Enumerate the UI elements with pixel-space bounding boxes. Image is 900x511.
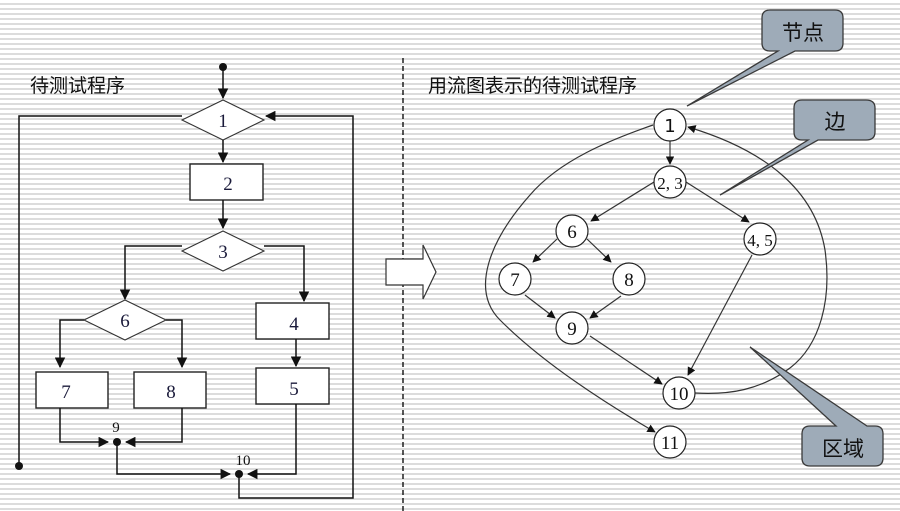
edge-8-9 <box>124 408 183 448</box>
decision-3 <box>180 230 266 272</box>
svg-text:6: 6 <box>567 222 577 243</box>
flowgraph-panel: 用流图表示的待测试程序 1 2, 3 6 4, 5 <box>428 9 884 467</box>
edge-1-exit <box>18 115 182 466</box>
edge-5-10 <box>246 404 297 480</box>
flow-node-2-3: 2, 3 <box>653 165 687 199</box>
process-4-label: 4 <box>289 314 299 335</box>
callout-edge: 边 <box>719 99 876 196</box>
edge-7-9 <box>524 294 556 319</box>
junction-10-label: 10 <box>236 453 251 469</box>
edge-9-10 <box>589 335 663 385</box>
callout-node-label: 节点 <box>782 21 824 45</box>
edge-6-8 <box>586 238 612 263</box>
callout-region: 区域 <box>749 346 884 467</box>
transform-arrow-icon <box>385 244 437 300</box>
callout-region-label: 区域 <box>822 437 864 461</box>
process-2 <box>189 163 264 201</box>
process-5-label: 5 <box>289 379 299 400</box>
edge-7-9 <box>59 408 110 448</box>
flowchart-panel: 待测试程序 1 2 3 6 7 8 4 <box>15 63 354 499</box>
process-8-label: 8 <box>166 382 176 403</box>
svg-text:7: 7 <box>510 270 520 291</box>
svg-text:10: 10 <box>670 384 689 405</box>
svg-text:8: 8 <box>624 270 634 291</box>
flow-node-1: 1 <box>653 108 687 142</box>
process-7-label: 7 <box>61 382 71 403</box>
edge-1-11 <box>485 124 656 433</box>
svg-text:4, 5: 4, 5 <box>747 231 773 250</box>
svg-text:11: 11 <box>661 433 679 454</box>
process-7 <box>35 371 109 409</box>
edge-3-4 <box>264 245 310 303</box>
decision-3-label: 3 <box>218 242 228 263</box>
edge-10-1 <box>238 110 354 499</box>
flow-node-10: 10 <box>662 376 696 410</box>
svg-text:1: 1 <box>664 116 675 137</box>
flow-node-8: 8 <box>612 262 646 296</box>
process-5 <box>255 367 330 405</box>
callout-node: 节点 <box>686 9 844 107</box>
decision-1 <box>180 99 266 141</box>
edge-6-7 <box>54 319 84 369</box>
exit-dot <box>15 462 23 470</box>
flow-node-9: 9 <box>555 311 589 345</box>
process-8 <box>133 371 207 409</box>
process-2-label: 2 <box>223 174 233 195</box>
edge-23-6 <box>590 181 655 222</box>
edge-3-6 <box>119 245 182 301</box>
process-4 <box>255 302 330 340</box>
decision-6-label: 6 <box>120 311 130 332</box>
flow-node-11: 11 <box>653 425 687 459</box>
junction-9-label: 9 <box>112 420 120 436</box>
edge-6-8 <box>166 319 188 369</box>
edge-45-10 <box>687 254 753 376</box>
decision-1-label: 1 <box>218 111 228 132</box>
flowgraph-title: 用流图表示的待测试程序 <box>428 75 637 97</box>
svg-text:2, 3: 2, 3 <box>657 174 683 193</box>
flow-node-6: 6 <box>555 214 589 248</box>
edge-9-10 <box>116 442 232 480</box>
flow-node-7: 7 <box>498 262 532 296</box>
edge-6-7 <box>532 238 558 263</box>
callout-edge-label: 边 <box>825 110 846 134</box>
edge-8-9 <box>589 295 622 319</box>
flowchart-title: 待测试程序 <box>30 75 125 97</box>
edge-23-45 <box>685 181 750 223</box>
flow-node-4-5: 4, 5 <box>743 222 777 256</box>
svg-text:9: 9 <box>567 319 577 340</box>
